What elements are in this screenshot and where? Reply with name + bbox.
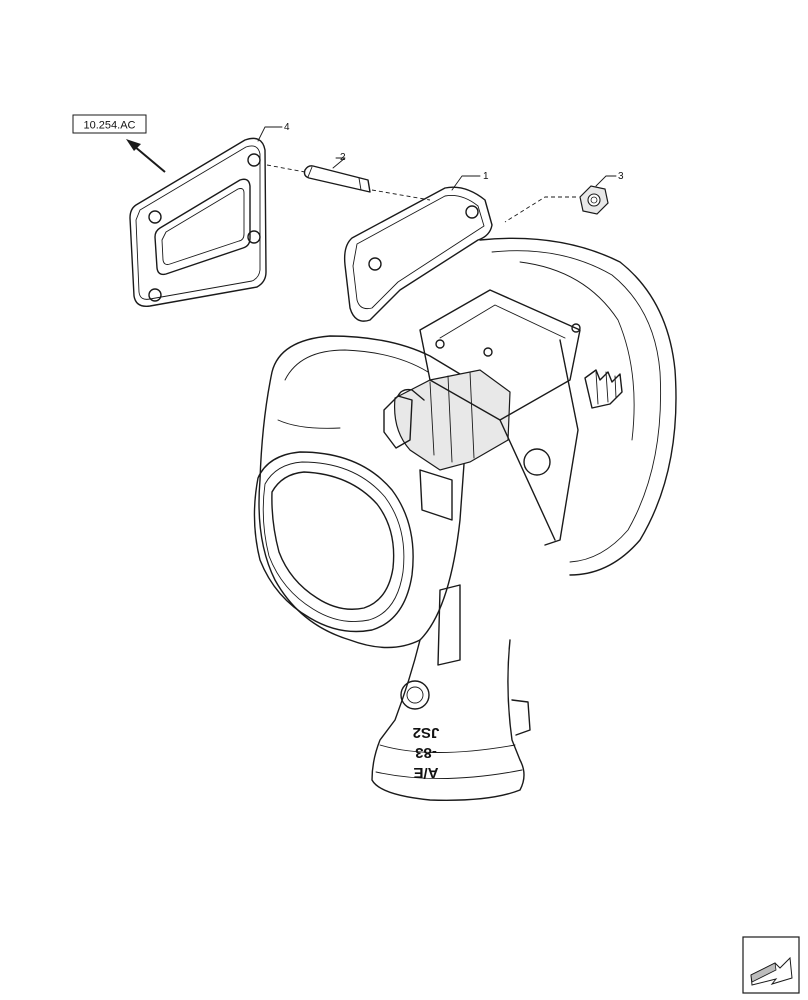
svg-text:4: 4 [284,122,290,133]
callout-1: 1 [451,171,489,191]
stud-to-flange [371,189,431,201]
next-page-arrow-icon[interactable] [742,936,800,994]
reference-arrow-icon [126,139,166,173]
svg-text:1: 1 [483,171,489,182]
reference-link[interactable]: 10.254.AC [72,114,147,134]
svg-text:A/E: A/E [413,764,438,781]
casting-marks: A/E -83 JS2 [413,724,440,781]
callout-4: 4 [257,122,290,142]
callout-2: 2 [332,152,346,169]
nut-leader [504,196,576,223]
stud-part [303,165,371,193]
svg-text:3: 3 [618,171,624,182]
svg-text:2: 2 [340,152,346,163]
svg-text:JS2: JS2 [413,724,440,741]
callout-3: 3 [595,171,624,187]
stud-leader [266,164,306,173]
reference-label: 10.254.AC [84,120,136,132]
nut-part [579,185,609,215]
svg-text:-83: -83 [415,744,437,761]
gasket-part [129,137,267,307]
turbocharger-part: A/E -83 JS2 [253,186,677,801]
